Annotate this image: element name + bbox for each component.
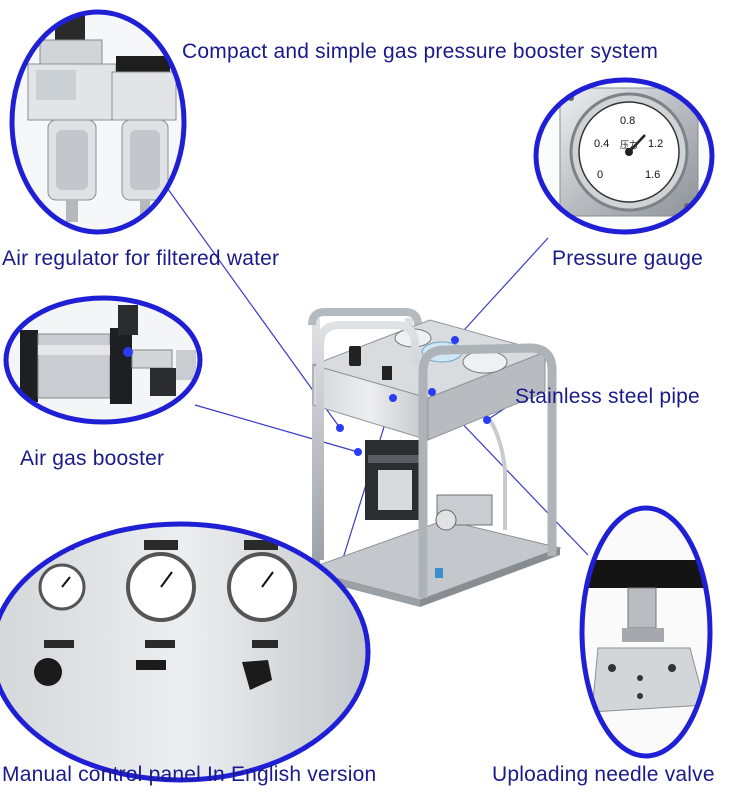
label-needle-valve: Uploading needle valve — [492, 763, 715, 786]
gauge-tick-1: 0.4 — [594, 138, 609, 150]
label-pressure-gauge: Pressure gauge — [552, 247, 704, 270]
highlight-ring — [0, 521, 371, 783]
highlight-ring — [533, 77, 715, 235]
highlight-ring — [579, 505, 713, 759]
booster-machine — [303, 308, 562, 607]
label-stainless-pipe: Stainless steel pipe — [515, 385, 700, 408]
air-regulator-callout — [9, 9, 187, 235]
leader-regulator — [164, 184, 341, 429]
label-air-gas-booster: Air gas booster — [20, 447, 165, 470]
control-panel-callout — [0, 521, 371, 783]
gauge-tick-2: 0.8 — [620, 115, 635, 127]
leader-gauge — [454, 237, 549, 341]
label-control-panel: Manual control panel In English version — [2, 763, 377, 786]
gauge-tick-3: 1.2 — [648, 138, 663, 150]
page-title: Compact and simple gas pressure booster … — [182, 40, 659, 63]
pressure-gauge-callout: 0 0.4 0.8 1.2 1.6 压力 — [533, 77, 715, 235]
label-air-regulator: Air regulator for filtered water — [2, 247, 280, 270]
air-gas-booster-callout — [3, 295, 203, 425]
gauge-tick-4: 1.6 — [645, 169, 660, 181]
highlight-ring — [3, 295, 203, 425]
gauge-unit: 压力 — [620, 139, 638, 150]
gauge-tick-0: 0 — [597, 169, 603, 181]
highlight-ring — [9, 9, 187, 235]
needle-valve-callout — [579, 505, 713, 759]
leader-booster — [194, 404, 359, 453]
